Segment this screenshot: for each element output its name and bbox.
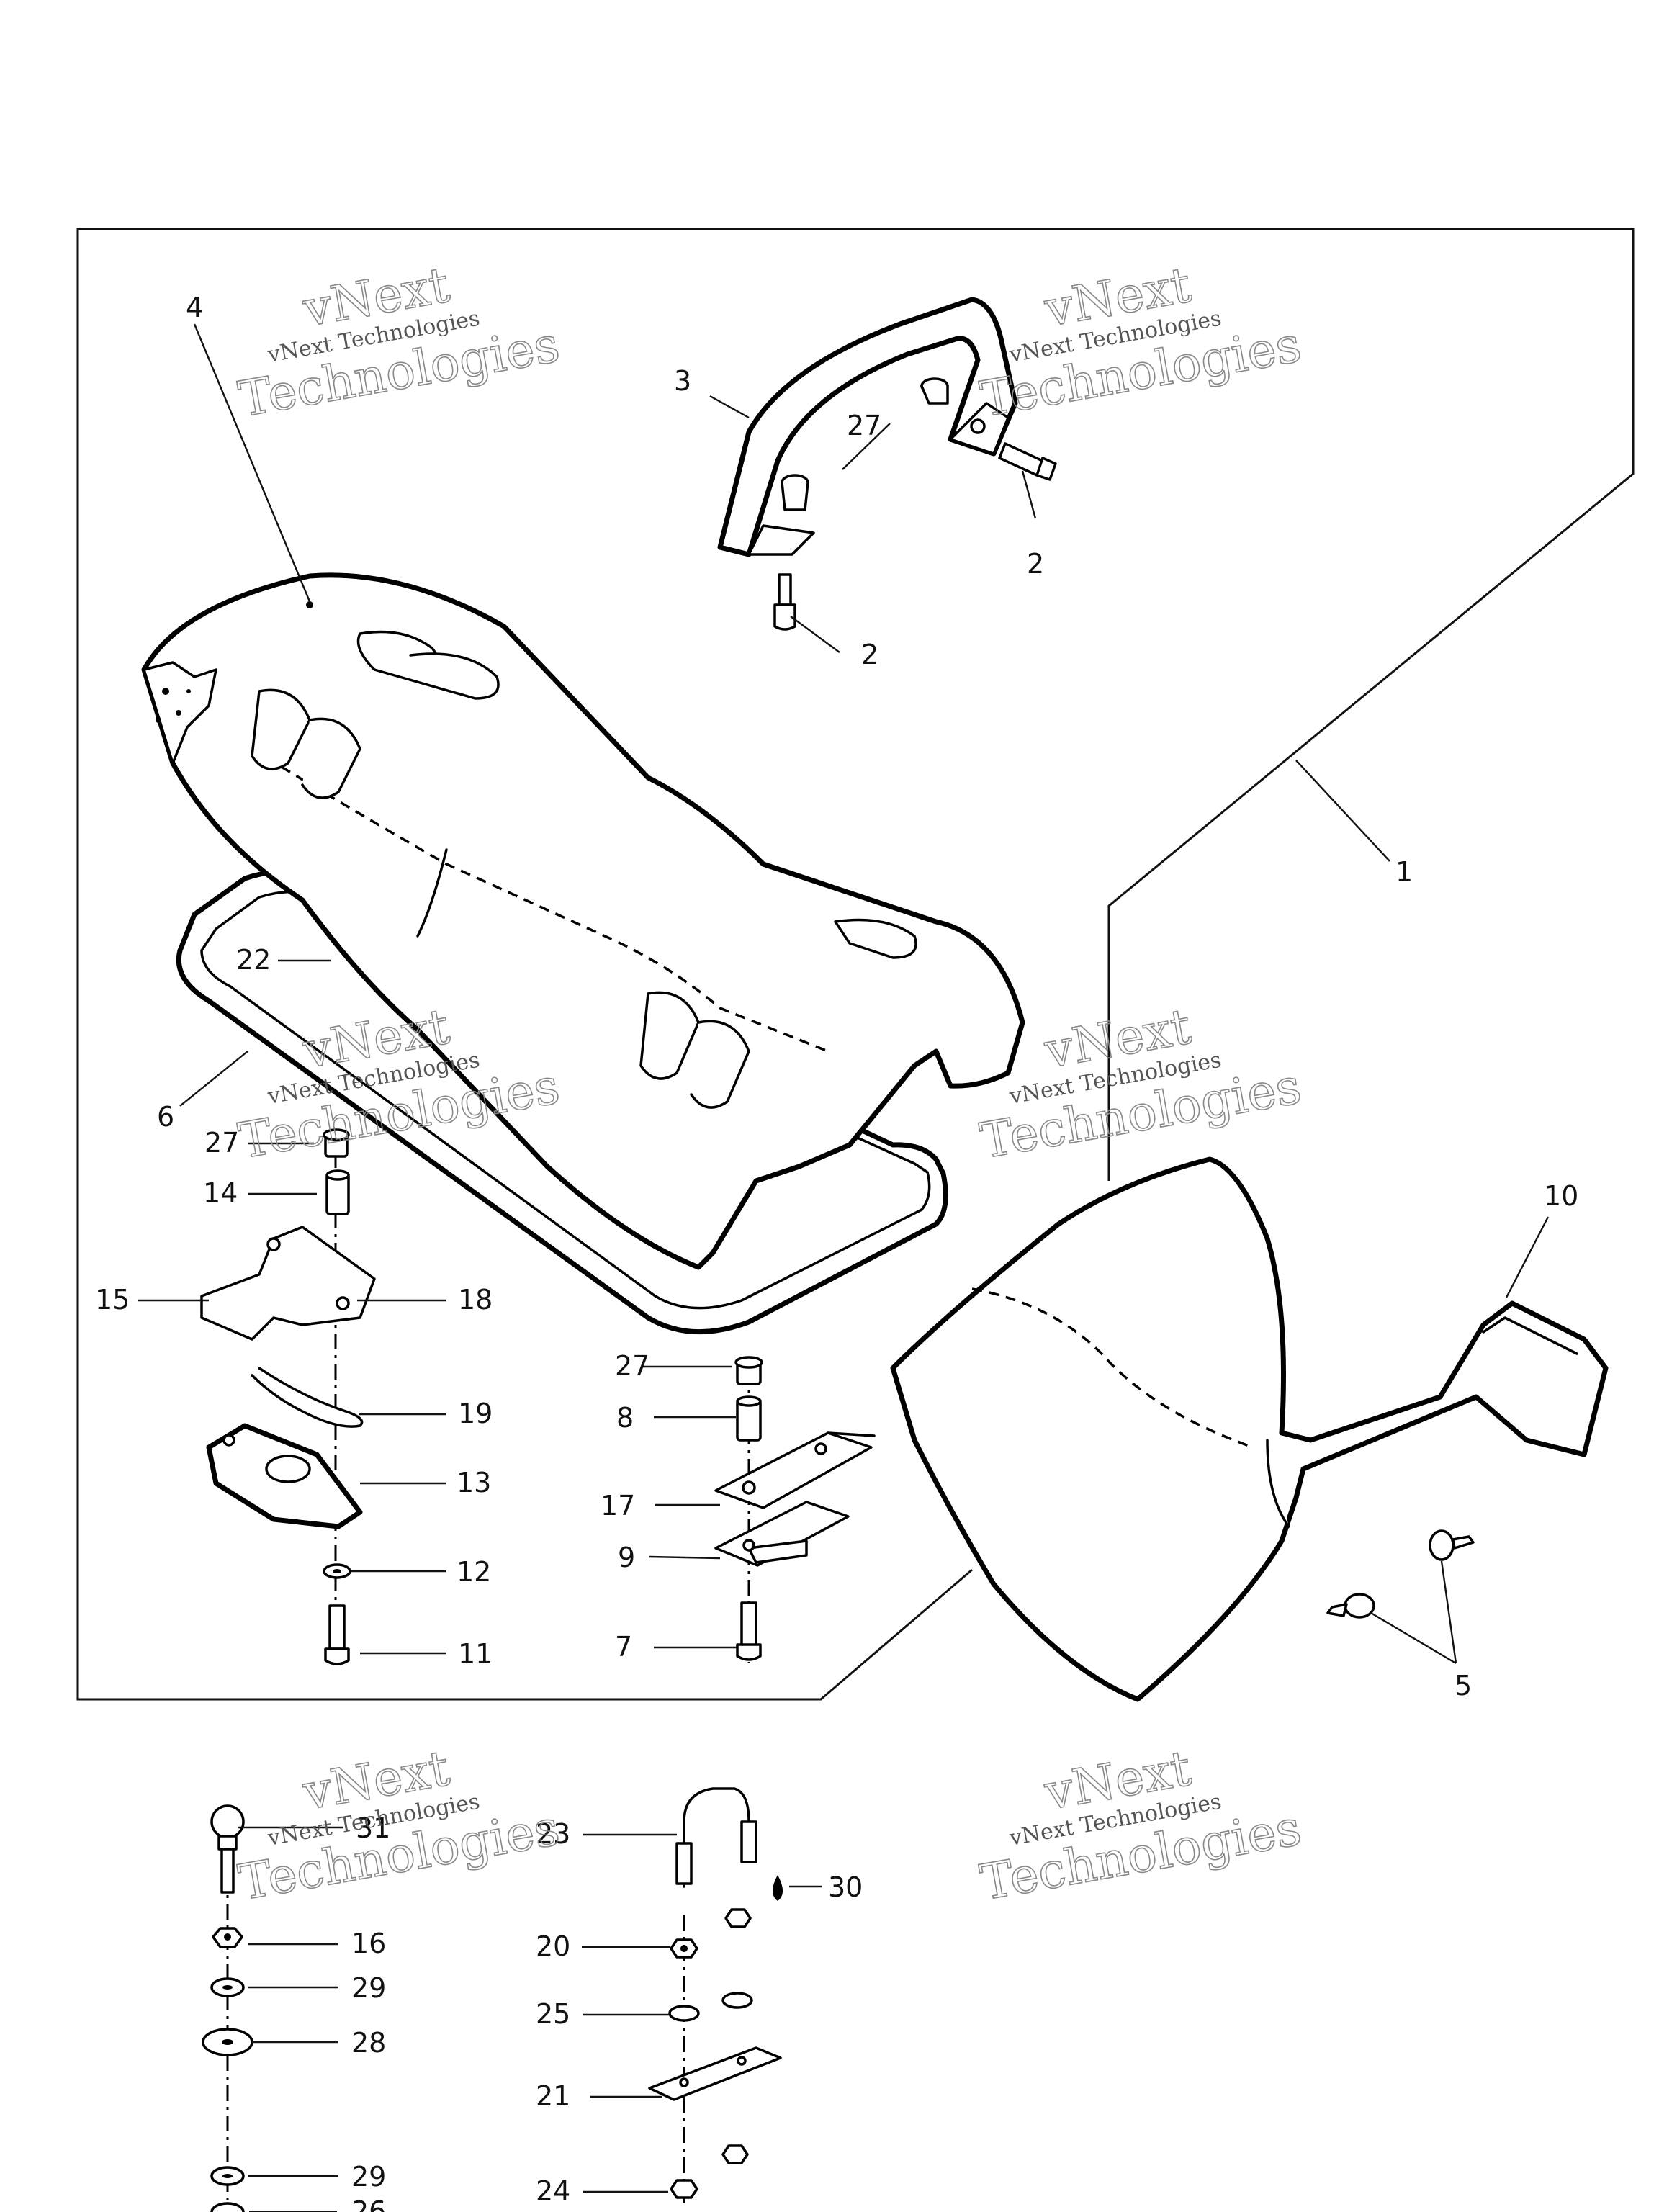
callout-21: 21 <box>536 2080 570 2112</box>
plate-21 <box>648 2046 782 2101</box>
callout-22: 22 <box>236 944 271 976</box>
callout-8: 8 <box>616 1402 634 1434</box>
bolt-7 <box>736 1601 762 1661</box>
handle-bolt-lower <box>773 573 796 631</box>
callout-13: 13 <box>457 1467 491 1498</box>
washer-12 <box>323 1563 351 1579</box>
leader-lines <box>138 323 1550 2212</box>
u-bolt-23 <box>675 1787 757 1888</box>
ball-stud-31 <box>210 1804 245 1894</box>
nut-30 <box>724 1908 752 1928</box>
screw-5b <box>1429 1529 1475 1561</box>
large-washer-28 <box>202 2028 253 2056</box>
wire-spring-19 <box>251 1367 364 1428</box>
callout-15: 15 <box>95 1284 130 1316</box>
oil-drop-30 <box>773 1875 783 1901</box>
bushing-27-middle <box>734 1356 763 1385</box>
callout-9: 9 <box>618 1542 635 1573</box>
plate-17 <box>714 1431 876 1509</box>
callout-29-upper: 29 <box>351 1972 386 2004</box>
washer-29-lower <box>210 2166 245 2186</box>
spacer-8 <box>736 1395 762 1442</box>
callout-29-lower: 29 <box>351 2161 386 2193</box>
callout-25: 25 <box>536 1998 570 2030</box>
nut-20 <box>670 1938 698 1959</box>
callout-14: 14 <box>203 1177 238 1209</box>
bushing-27-left <box>323 1128 350 1158</box>
callout-31: 31 <box>356 1812 390 1844</box>
callout-6: 6 <box>157 1101 174 1133</box>
rear-seat-cushion <box>141 572 1025 1270</box>
front-seat <box>890 1156 1609 1702</box>
callout-23: 23 <box>536 1818 570 1850</box>
callout-18: 18 <box>458 1284 493 1316</box>
washer-29-upper <box>210 1977 245 1997</box>
grab-handle <box>717 297 1018 557</box>
watermark-bottom-left: vNext vNext Technologies Technologies <box>234 1740 565 1912</box>
callout-17: 17 <box>601 1490 635 1521</box>
screw-5a <box>1326 1593 1375 1619</box>
callout-26: 26 <box>351 2195 386 2212</box>
callout-1: 1 <box>1395 856 1413 888</box>
callout-19: 19 <box>458 1398 493 1429</box>
spacer-14 <box>325 1169 350 1215</box>
callout-28: 28 <box>351 2027 386 2059</box>
callout-24: 24 <box>536 2175 570 2207</box>
callout-10: 10 <box>1544 1180 1578 1212</box>
callout-7: 7 <box>615 1631 632 1663</box>
callout-2-lower: 2 <box>861 639 878 670</box>
callout-2-upper: 2 <box>1027 548 1044 580</box>
watermark-top-left: vNext vNext Technologies Technologies <box>234 256 565 429</box>
callout-5: 5 <box>1455 1670 1472 1701</box>
callout-labels: 1 2 2 3 4 5 6 7 8 9 10 11 12 13 14 15 16… <box>95 292 1578 2212</box>
assembly-frame-right <box>1092 228 1635 1181</box>
bolt-11 <box>324 1604 350 1665</box>
callout-20: 20 <box>536 1930 570 1962</box>
callout-11: 11 <box>458 1638 493 1670</box>
callout-27-middle: 27 <box>615 1350 649 1382</box>
callout-12: 12 <box>457 1556 491 1588</box>
handle-bolt-upper <box>998 442 1057 481</box>
callout-27-handle: 27 <box>847 410 881 441</box>
nut-16 <box>212 1927 243 1948</box>
watermark-bottom-right: vNext vNext Technologies Technologies <box>976 1740 1306 1912</box>
watermark-top-right: vNext vNext Technologies Technologies <box>976 256 1306 429</box>
part-26 <box>210 2202 245 2212</box>
callout-16: 16 <box>351 1928 386 1959</box>
callout-30: 30 <box>828 1871 863 1903</box>
callout-27-left: 27 <box>204 1127 239 1159</box>
plate-9 <box>714 1501 850 1567</box>
assembly-frame <box>76 228 1092 1701</box>
latch-plate-15 <box>200 1226 376 1341</box>
nut-24 <box>670 2144 749 2199</box>
latch-body-13 <box>206 1423 363 1529</box>
washer-25 <box>668 1992 753 2022</box>
callout-3: 3 <box>674 365 691 397</box>
callout-4: 4 <box>186 292 203 323</box>
